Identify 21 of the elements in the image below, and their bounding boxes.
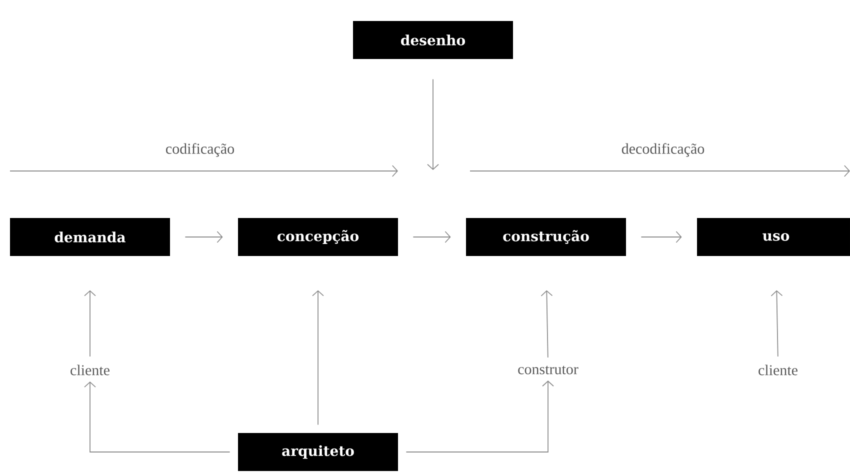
label-box: uso	[697, 218, 850, 256]
role-label: cliente	[758, 364, 798, 376]
arrow	[540, 290, 553, 358]
direction-label: decodificação	[622, 143, 704, 157]
label-box: demanda	[10, 218, 170, 256]
arrow	[312, 290, 324, 426]
arrow	[406, 380, 554, 452]
arrow	[184, 231, 223, 243]
role-label: construtor	[518, 366, 578, 374]
label-box: arquiteto	[238, 433, 398, 471]
direction-label: codificação	[166, 143, 234, 157]
arrow	[84, 381, 230, 452]
arrow	[412, 231, 451, 243]
arrow	[770, 290, 783, 357]
label-box: desenho	[353, 21, 513, 59]
role-label: cliente	[70, 364, 110, 376]
arrow	[427, 78, 439, 170]
label-box: construção	[466, 218, 626, 256]
arrow	[84, 290, 96, 357]
arrow	[640, 231, 682, 243]
label-box: concepção	[238, 218, 398, 256]
